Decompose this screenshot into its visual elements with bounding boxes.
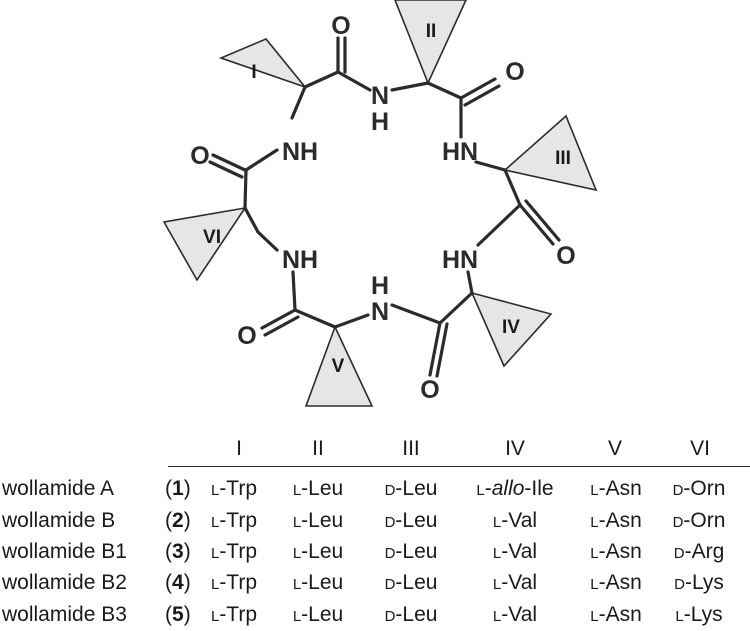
wedge-position-II — [394, 0, 467, 86]
residue-cell: L-Leu — [292, 477, 344, 500]
column-header-I: I — [236, 437, 242, 460]
residue-cell: L-Lys — [675, 603, 723, 626]
residue-cell: L-Leu — [292, 540, 344, 563]
residue-cell: D-Orn — [672, 509, 726, 532]
residue-cell: L-Trp — [210, 509, 258, 532]
residue-cell: D-Leu — [384, 571, 438, 594]
atom-nh-bottom-h: H — [371, 272, 389, 300]
compound-number: (1) — [165, 477, 191, 500]
compound-name: wollamide A — [2, 477, 115, 500]
table-row: wollamide B (2) L-Trp L-Leu D-Leu L-Val L-Asn D… — [0, 509, 750, 537]
atom-o-upper-right: O — [505, 58, 524, 86]
wedge-position-VI — [162, 206, 247, 282]
table-row: wollamide B1 (3) L-Trp L-Leu D-Leu L-Val L-Asn… — [0, 540, 750, 568]
table-row: wollamide B3 (5) L-Trp L-Leu D-Leu L-Val L-Asn… — [0, 603, 750, 631]
position-label-I: I — [251, 62, 256, 83]
compound-number: (3) — [165, 540, 191, 563]
atom-o-lower-left: O — [237, 322, 256, 350]
wedge-position-III — [503, 114, 598, 192]
compound-name: wollamide B3 — [2, 603, 127, 626]
table-row: wollamide B2 (4) L-Trp L-Leu D-Leu L-Val L-Asn… — [0, 571, 750, 599]
backbone-bonds — [208, 36, 561, 378]
residue-cell: L-Leu — [292, 571, 344, 594]
residue-cell: L-Asn — [590, 477, 642, 500]
compound-number: (5) — [165, 603, 191, 626]
residue-cell: L-Val — [492, 603, 538, 626]
residue-cell: L-Val — [492, 571, 538, 594]
compound-name: wollamide B1 — [2, 540, 127, 563]
residue-cell: D-Lys — [674, 571, 724, 594]
residue-cell: L-Asn — [590, 603, 642, 626]
compound-number: (2) — [165, 509, 191, 532]
residue-cell: D-Orn — [672, 477, 726, 500]
table-row: wollamide A (1) L-Trp L-Leu D-Leu L-allo-Ile L… — [0, 477, 750, 505]
column-header-III: III — [402, 437, 420, 460]
atom-hn-right-upper: HN — [442, 138, 478, 166]
atom-nh-top-h: H — [371, 108, 389, 136]
residue-cell: L-Trp — [210, 477, 258, 500]
wedge-position-IV — [470, 291, 553, 368]
atom-nh-left-lower: NH — [282, 246, 318, 274]
residue-cell: L-Leu — [292, 603, 344, 626]
compound-name: wollamide B — [2, 509, 116, 532]
column-header-IV: IV — [505, 437, 525, 460]
position-label-III: III — [555, 148, 571, 169]
wedge-position-I — [218, 38, 308, 89]
atom-hn-right-lower: HN — [442, 246, 478, 274]
residue-cell: L-Leu — [292, 509, 344, 532]
residue-cell: D-Leu — [384, 509, 438, 532]
atom-nh-left-upper: NH — [282, 138, 318, 166]
residue-cell: L-Val — [492, 509, 538, 532]
residue-cell: L-Asn — [590, 540, 642, 563]
table-header-rule — [168, 466, 750, 467]
residue-cell: D-Leu — [384, 540, 438, 563]
cyclic-peptide-structure: O O O O O O N H NH HN NH HN H N I II III… — [162, 0, 598, 407]
atom-o-right: O — [556, 242, 575, 270]
atom-nh-top-n: N — [371, 82, 389, 110]
wedge-position-V — [304, 324, 374, 407]
column-header-VI: VI — [690, 437, 710, 460]
position-label-II: II — [426, 21, 437, 42]
position-label-VI: VI — [203, 227, 221, 248]
residue-cell: D-Leu — [384, 477, 438, 500]
position-label-IV: IV — [502, 317, 520, 338]
residue-cell: L-Asn — [590, 509, 642, 532]
residue-cell: D-Arg — [673, 540, 725, 563]
column-header-V: V — [607, 437, 622, 460]
compound-number: (4) — [165, 571, 191, 594]
residue-cell: L-allo-Ile — [476, 477, 554, 500]
residue-cell: L-Trp — [210, 603, 258, 626]
residue-cell: L-Trp — [210, 540, 258, 563]
compound-name: wollamide B2 — [2, 571, 127, 594]
residue-cell: L-Val — [492, 540, 538, 563]
atom-nh-bottom-n: N — [371, 298, 389, 326]
atom-o-left: O — [190, 142, 209, 170]
column-header-II: II — [312, 437, 324, 460]
position-label-V: V — [332, 356, 345, 377]
residue-cell: D-Leu — [384, 603, 438, 626]
residue-cell: L-Asn — [590, 571, 642, 594]
residue-cell: L-Trp — [210, 571, 258, 594]
atom-o-top: O — [331, 12, 350, 40]
atom-o-bottom: O — [420, 376, 439, 404]
